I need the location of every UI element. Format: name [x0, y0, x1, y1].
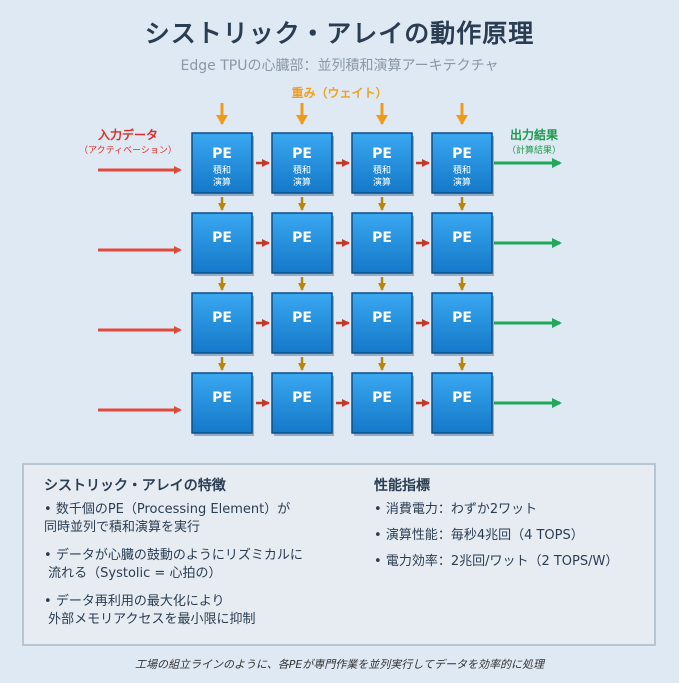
- pe-label: PE: [372, 310, 392, 326]
- pe-label: PE: [292, 146, 312, 162]
- pe-label: PE: [452, 230, 472, 246]
- input-label: 入力データ: [97, 128, 158, 142]
- pe-label: PE: [212, 146, 232, 162]
- page-subtitle: Edge TPUの心臓部：並列積和演算アーキテクチャ: [180, 58, 499, 74]
- pe-cell: [351, 212, 413, 274]
- pe-cell: [351, 132, 413, 194]
- pe-cell: [271, 292, 333, 354]
- footer-note: 工場の組立ラインのように、各PEが専門作業を並列実行してデータを効率的に処理: [135, 658, 544, 671]
- pe-op-label: 積和: [373, 164, 391, 176]
- pe-op-label: 演算: [453, 176, 471, 188]
- pe-label: PE: [372, 146, 392, 162]
- pe-cell: [271, 132, 333, 194]
- pe-label: PE: [292, 230, 312, 246]
- pe-cell: [191, 372, 253, 434]
- pe-op-label: 積和: [213, 164, 231, 176]
- metric-item: • 演算性能：毎秒4兆回（4 TOPS）: [374, 528, 584, 543]
- feature-item: • データが心臓の鼓動のようにリズミカルに 流れる（Systolic = 心拍の…: [44, 548, 303, 581]
- metrics-heading: 性能指標: [374, 478, 430, 494]
- pe-cell: [351, 292, 413, 354]
- pe-label: PE: [452, 310, 472, 326]
- pe-cell: [271, 212, 333, 274]
- pe-cell: [191, 212, 253, 274]
- pe-cell: [271, 372, 333, 434]
- pe-cell: [431, 132, 493, 194]
- pe-label: PE: [292, 390, 312, 406]
- features-heading: シストリック・アレイの特徴: [44, 478, 226, 494]
- feature-item: • 数千個のPE（Processing Element）が同時並列で積和演算を実…: [44, 502, 291, 535]
- pe-op-label: 演算: [213, 176, 231, 188]
- pe-cell: [431, 212, 493, 274]
- weight-label: 重み（ウェイト）: [291, 86, 388, 100]
- output-sublabel: （計算結果）: [506, 146, 561, 156]
- pe-cell: [351, 372, 413, 434]
- pe-label: PE: [292, 310, 312, 326]
- pe-cell: [191, 132, 253, 194]
- input-sublabel: （アクティベーション）: [79, 146, 177, 156]
- pe-cell: [431, 292, 493, 354]
- pe-op-label: 演算: [373, 176, 391, 188]
- pe-op-label: 積和: [453, 164, 471, 176]
- info-panel: シストリック・アレイの特徴 • 数千個のPE（Processing Elemen…: [22, 463, 656, 646]
- pe-label: PE: [372, 230, 392, 246]
- output-label: 出力結果: [509, 128, 558, 142]
- pe-label: PE: [372, 390, 392, 406]
- pe-op-label: 演算: [293, 176, 311, 188]
- pe-label: PE: [212, 230, 232, 246]
- pe-label: PE: [452, 146, 472, 162]
- feature-item: • データ再利用の最大化により 外部メモリアクセスを最小限に抑制: [44, 594, 256, 627]
- pe-op-label: 積和: [293, 164, 311, 176]
- pe-label: PE: [452, 390, 472, 406]
- metric-item: • 消費電力：わずか2ワット: [374, 502, 538, 517]
- pe-cell: [431, 372, 493, 434]
- metric-item: • 電力効率：2兆回/ワット（2 TOPS/W）: [374, 554, 619, 569]
- page-title: シストリック・アレイの動作原理: [144, 19, 535, 48]
- pe-cell: [191, 292, 253, 354]
- pe-label: PE: [212, 310, 232, 326]
- pe-label: PE: [212, 390, 232, 406]
